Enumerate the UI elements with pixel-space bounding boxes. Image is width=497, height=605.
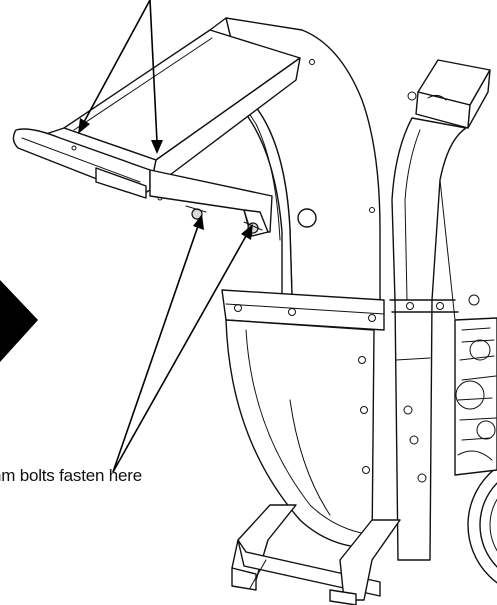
engine-block: [454, 294, 497, 476]
top-pointer-arrows: [78, 0, 163, 154]
bolt-callout-label: 0mm bolts fasten here: [0, 466, 142, 485]
bolt-pointer-arrows: [112, 214, 253, 473]
feed-tray: [12, 29, 301, 237]
direction-marker: [0, 280, 38, 362]
wheel: [467, 466, 497, 584]
base-frame: [231, 504, 401, 605]
discharge-chute: [389, 59, 491, 561]
